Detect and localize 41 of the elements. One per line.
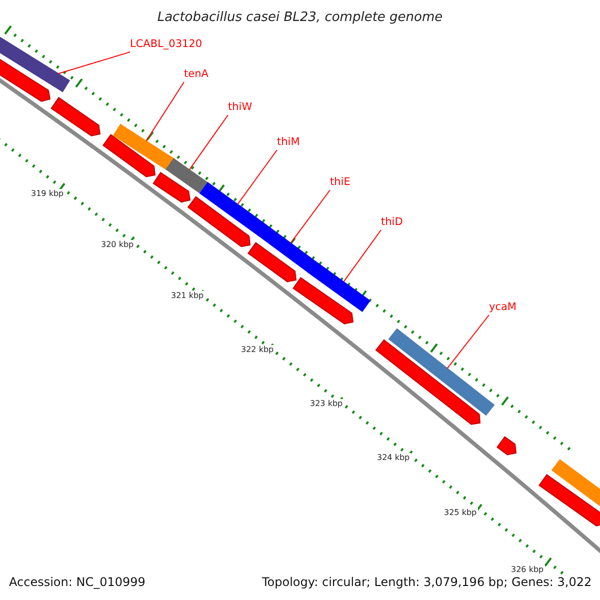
scale-label: 321 kbp (170, 291, 205, 300)
gene-feature (308, 261, 370, 312)
scale-label: 319 kbp (30, 189, 65, 198)
leader-line (446, 314, 490, 369)
gene-feature (50, 96, 101, 136)
gene-feature (248, 242, 297, 282)
gene-feature (166, 158, 208, 194)
gene-feature (257, 224, 317, 273)
scale-label: 326 kbp (510, 565, 545, 574)
gene-feature (496, 436, 517, 456)
scale-label: 323 kbp (309, 399, 344, 408)
gene-feature (152, 172, 191, 203)
leader-line (146, 82, 184, 142)
leader-line (58, 52, 130, 74)
scale-label: 322 kbp (240, 345, 275, 354)
gene-feature (292, 277, 354, 324)
diagram-title: Lactobacillus casei BL23, complete genome (156, 10, 444, 25)
gene-feature (187, 196, 251, 248)
gene-feature (200, 182, 266, 236)
scale-label: 324 kbp (376, 453, 411, 462)
gene-label: thiE (330, 176, 350, 189)
gene-feature (375, 339, 481, 425)
gene-feature (388, 328, 495, 416)
gene-feature (0, 58, 51, 102)
gene-label: ycaM (489, 301, 516, 314)
footer-text: Accession: NC_010999 (9, 575, 146, 589)
leader-line (290, 190, 330, 244)
leader-line (237, 150, 278, 205)
leader-line (343, 230, 382, 282)
scale-label: 325 kbp (443, 508, 478, 517)
gene-label: tenA (184, 68, 208, 81)
gene-feature (102, 134, 156, 178)
gene-label: LCABL_03120 (130, 38, 202, 51)
gene-label: thiD (381, 216, 403, 229)
leader-line (188, 114, 228, 170)
gene-feature (112, 124, 174, 170)
scale-label: 320 kbp (100, 240, 135, 249)
gene-feature (538, 474, 600, 526)
gene-label: thiW (228, 101, 252, 114)
footer-text: Topology: circular; Length: 3,079,196 bp; Genes: 3,022 (262, 575, 592, 589)
gene-label: thiM (277, 136, 300, 149)
